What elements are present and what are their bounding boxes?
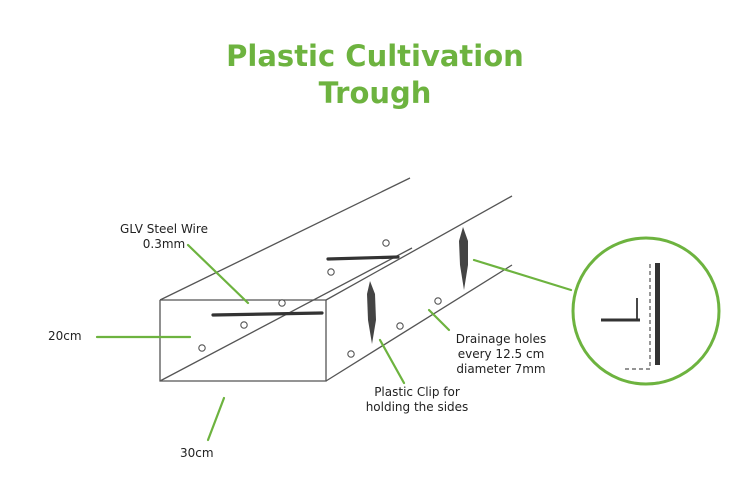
- drainage-hole: [348, 351, 354, 357]
- leader-clip: [380, 340, 404, 383]
- drainage-hole: [435, 298, 441, 304]
- label-width: 30cm: [180, 446, 214, 461]
- drainage-hole: [383, 240, 389, 246]
- label-drainage-line3: diameter 7mm: [441, 362, 561, 377]
- plastic-clip-back: [459, 227, 468, 290]
- leader-steel-wire: [188, 245, 248, 303]
- label-clip-line2: holding the sides: [352, 400, 482, 415]
- drainage-holes: [199, 240, 441, 357]
- drainage-hole: [328, 269, 334, 275]
- label-height: 20cm: [48, 329, 82, 344]
- leader-width: [208, 398, 224, 440]
- drainage-hole: [241, 322, 247, 328]
- label-clip: Plastic Clip for holding the sides: [352, 385, 482, 415]
- detail-circle: [573, 238, 719, 384]
- label-drainage-line2: every 12.5 cm: [441, 347, 561, 362]
- plastic-clip-front: [367, 281, 376, 344]
- label-clip-line1: Plastic Clip for: [352, 385, 482, 400]
- label-steel-wire-line2: 0.3mm: [104, 237, 224, 252]
- right-wall-top: [326, 196, 512, 300]
- drainage-hole: [397, 323, 403, 329]
- drainage-hole: [279, 300, 285, 306]
- steel-wire-back: [328, 257, 398, 259]
- label-drainage-line1: Drainage holes: [441, 332, 561, 347]
- leader-detail: [474, 260, 571, 290]
- detail-wall: [655, 263, 660, 365]
- detail-callout: [573, 238, 719, 384]
- label-drainage: Drainage holes every 12.5 cm diameter 7m…: [441, 332, 561, 377]
- plastic-clips: [367, 227, 468, 344]
- steel-wire-front: [213, 313, 322, 315]
- label-steel-wire: GLV Steel Wire 0.3mm: [104, 222, 224, 252]
- label-steel-wire-line1: GLV Steel Wire: [104, 222, 224, 237]
- drainage-hole: [199, 345, 205, 351]
- leader-drainage: [429, 310, 449, 330]
